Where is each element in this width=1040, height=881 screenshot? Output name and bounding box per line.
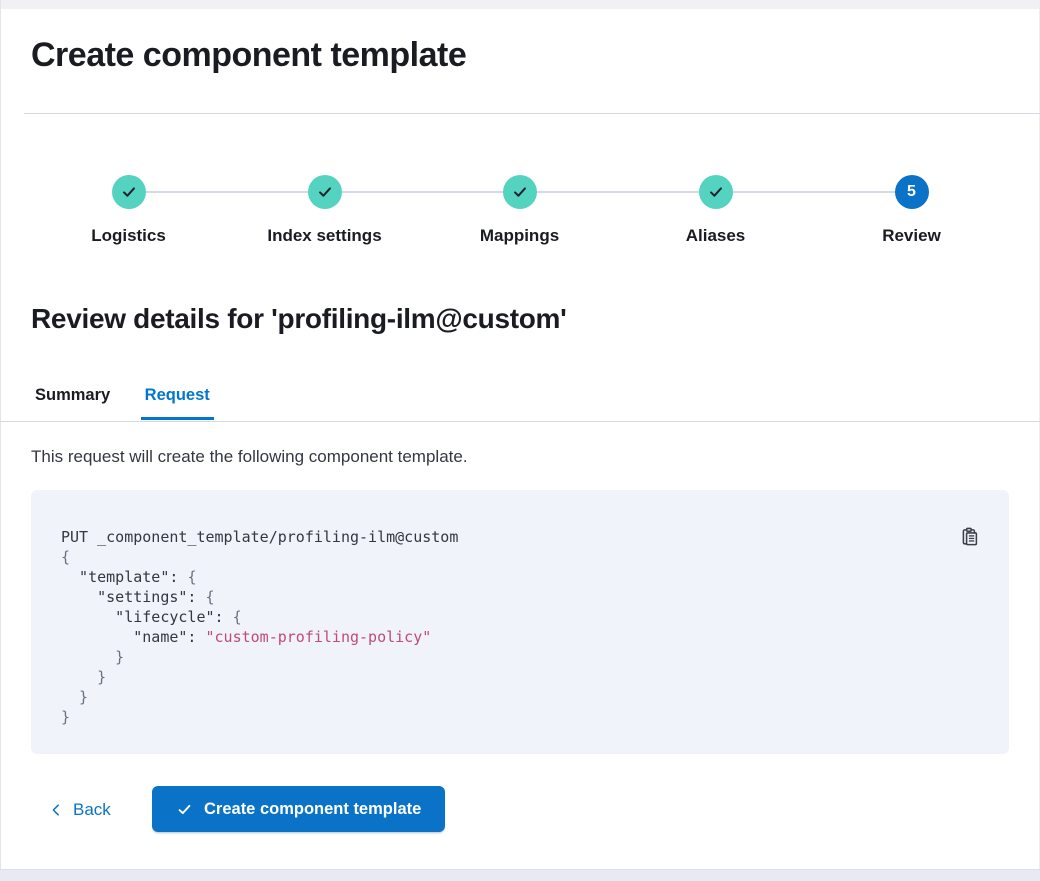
step-current-circle: 5 bbox=[894, 175, 929, 209]
wizard-stepper: Logistics Index settings Mappings Aliase… bbox=[31, 175, 1009, 255]
create-button-label: Create component template bbox=[204, 799, 422, 818]
step-complete-circle bbox=[307, 175, 342, 209]
step-complete-circle bbox=[502, 175, 537, 209]
back-label: Back bbox=[73, 800, 111, 819]
check-icon bbox=[318, 187, 331, 197]
tab-request[interactable]: Request bbox=[140, 384, 214, 420]
header-divider bbox=[24, 113, 1040, 114]
step-aliases[interactable]: Aliases bbox=[618, 175, 813, 246]
check-icon bbox=[709, 187, 722, 197]
check-icon bbox=[513, 187, 526, 197]
step-label: Index settings bbox=[267, 226, 382, 245]
step-label: Aliases bbox=[685, 226, 746, 245]
review-tabs: Summary Request bbox=[0, 384, 1040, 422]
check-icon bbox=[122, 187, 135, 197]
step-complete-circle bbox=[698, 175, 733, 209]
page-edge-left bbox=[0, 0, 1, 881]
copy-to-clipboard-button[interactable] bbox=[959, 526, 981, 548]
page-edge-top bbox=[0, 0, 1040, 9]
copy-clipboard-icon bbox=[962, 527, 978, 546]
back-button[interactable]: Back bbox=[45, 798, 115, 822]
check-icon bbox=[178, 804, 191, 814]
code-content: PUT _component_template/profiling-ilm@cu… bbox=[61, 528, 459, 726]
step-number: 5 bbox=[907, 183, 916, 200]
tab-summary[interactable]: Summary bbox=[35, 386, 111, 404]
request-description: This request will create the following c… bbox=[31, 447, 468, 466]
step-label: Review bbox=[882, 226, 941, 245]
step-label: Logistics bbox=[91, 226, 166, 245]
page-edge-bottom bbox=[0, 869, 1040, 881]
step-label: Mappings bbox=[479, 226, 560, 245]
step-index-settings[interactable]: Index settings bbox=[227, 175, 422, 246]
chevron-left-icon bbox=[52, 804, 59, 816]
step-mappings[interactable]: Mappings bbox=[422, 175, 617, 246]
review-heading: Review details for 'profiling-ilm@custom… bbox=[31, 303, 567, 334]
request-code-block: PUT _component_template/profiling-ilm@cu… bbox=[31, 490, 1009, 754]
step-review[interactable]: 5 Review bbox=[814, 175, 1009, 246]
page-title: Create component template bbox=[31, 36, 467, 74]
create-component-template-button[interactable]: Create component template bbox=[152, 786, 446, 832]
step-logistics[interactable]: Logistics bbox=[31, 175, 226, 246]
step-complete-circle bbox=[111, 175, 146, 209]
